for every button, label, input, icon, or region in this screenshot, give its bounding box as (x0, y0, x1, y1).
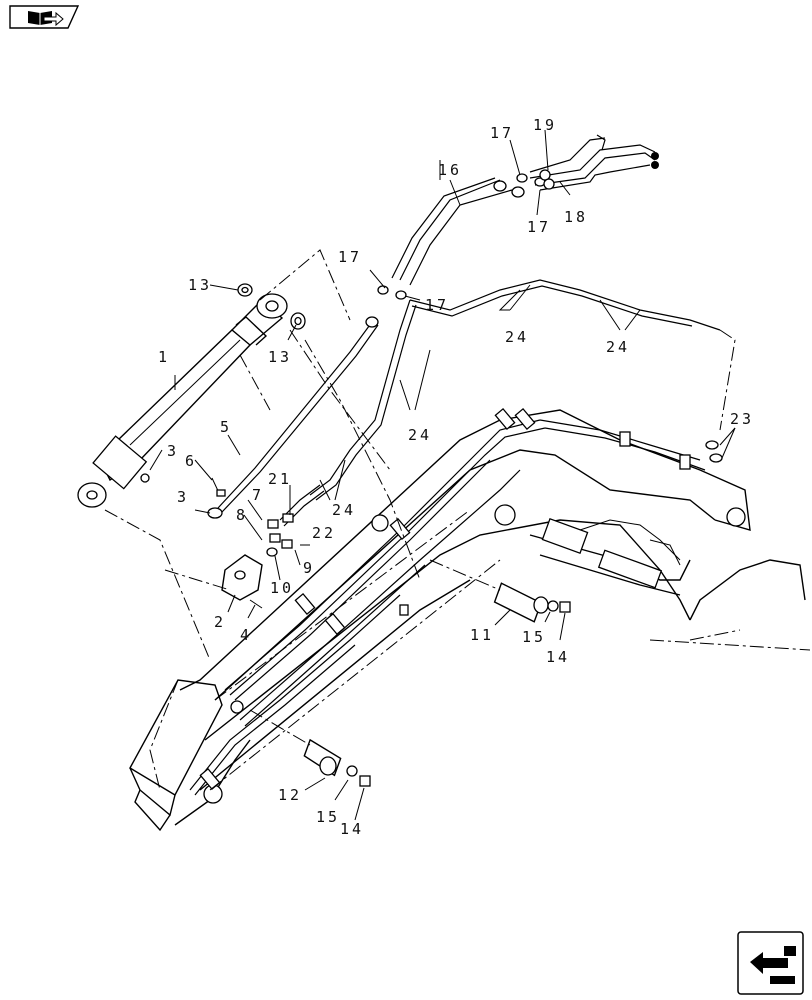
part-label-13a[interactable]: 13 (188, 276, 212, 294)
part-label-17d[interactable]: 17 (425, 296, 449, 314)
part-label-8[interactable]: 8 (236, 506, 248, 524)
part-label-2[interactable]: 2 (214, 613, 226, 631)
part-label-1[interactable]: 1 (158, 348, 170, 366)
part-label-19[interactable]: 19 (533, 116, 557, 134)
leader-lines (149, 129, 736, 821)
left-arrow-icon (750, 946, 796, 984)
part-label-18[interactable]: 18 (564, 208, 588, 226)
part-label-12[interactable]: 12 (278, 786, 302, 804)
part-label-10[interactable]: 10 (270, 579, 294, 597)
part-label-15b[interactable]: 15 (316, 808, 340, 826)
part-label-17b[interactable]: 17 (527, 218, 551, 236)
small-parts (104, 249, 736, 787)
part-label-13b[interactable]: 13 (268, 348, 292, 366)
home-button[interactable] (9, 5, 80, 29)
part-label-24b[interactable]: 24 (606, 338, 630, 356)
part-label-3b[interactable]: 3 (177, 488, 189, 506)
part-label-22[interactable]: 22 (312, 524, 336, 542)
part-label-14b[interactable]: 14 (340, 820, 364, 838)
part-label-7[interactable]: 7 (252, 486, 264, 504)
hydraulic-lines (217, 134, 721, 527)
part-label-17c[interactable]: 17 (338, 248, 362, 266)
part-label-6[interactable]: 6 (185, 452, 197, 470)
arm-cylinder (77, 293, 288, 508)
part-label-24c[interactable]: 24 (408, 426, 432, 444)
book-arrow-icon (28, 11, 64, 27)
part-labels: 1 2 3 3 4 5 6 7 8 9 10 11 12 13 13 14 14… (158, 116, 754, 838)
part-label-3a[interactable]: 3 (167, 442, 179, 460)
part-label-9[interactable]: 9 (303, 559, 315, 577)
part-label-23[interactable]: 23 (730, 410, 754, 428)
part-label-5[interactable]: 5 (220, 418, 232, 436)
part-label-11[interactable]: 11 (470, 626, 494, 644)
part-label-17a[interactable]: 17 (490, 124, 514, 142)
part-label-4[interactable]: 4 (240, 626, 252, 644)
part-label-24d[interactable]: 24 (332, 501, 356, 519)
part-label-21[interactable]: 21 (268, 470, 292, 488)
part-label-16[interactable]: 16 (438, 161, 462, 179)
part-label-24a[interactable]: 24 (505, 328, 529, 346)
part-label-14a[interactable]: 14 (546, 648, 570, 666)
part-label-15a[interactable]: 15 (522, 628, 546, 646)
back-button[interactable] (737, 931, 804, 995)
boom-assembly (129, 407, 811, 832)
